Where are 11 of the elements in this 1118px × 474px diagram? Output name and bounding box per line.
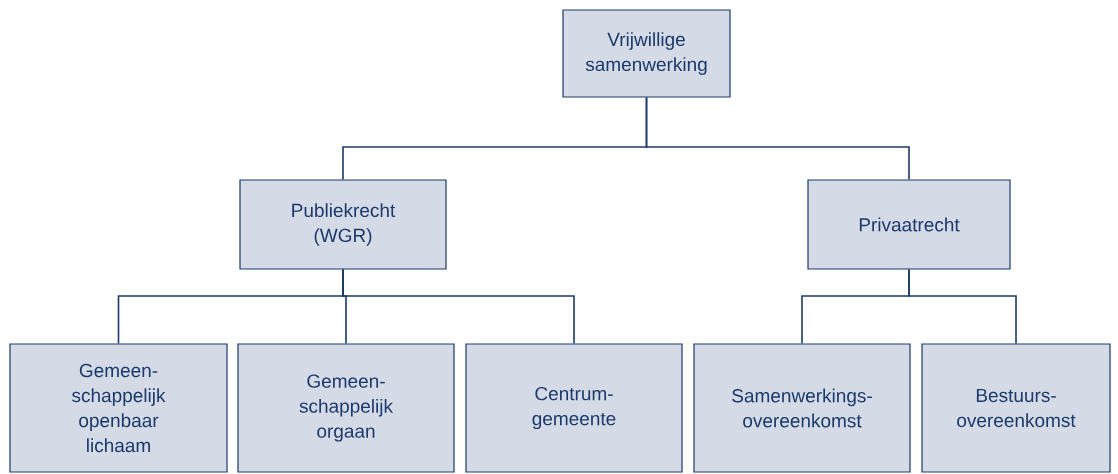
category-box: Bestuurs- overeenkomst xyxy=(921,343,1111,473)
category-box: Gemeen- schappelijk openbaar lichaam xyxy=(9,343,228,473)
category-box: Gemeen- schappelijk orgaan xyxy=(237,343,455,473)
category-box: Vrijwillige samenwerking xyxy=(562,9,731,98)
category-box: Publiekrecht (WGR) xyxy=(239,179,447,270)
category-box: Samenwerkings- overeenkomst xyxy=(693,343,911,473)
connector-line xyxy=(908,268,1017,345)
category-box: Privaatrecht xyxy=(807,179,1011,270)
connector-line xyxy=(342,268,575,345)
connector-line xyxy=(645,96,910,181)
category-box: Centrum- gemeente xyxy=(465,343,683,473)
